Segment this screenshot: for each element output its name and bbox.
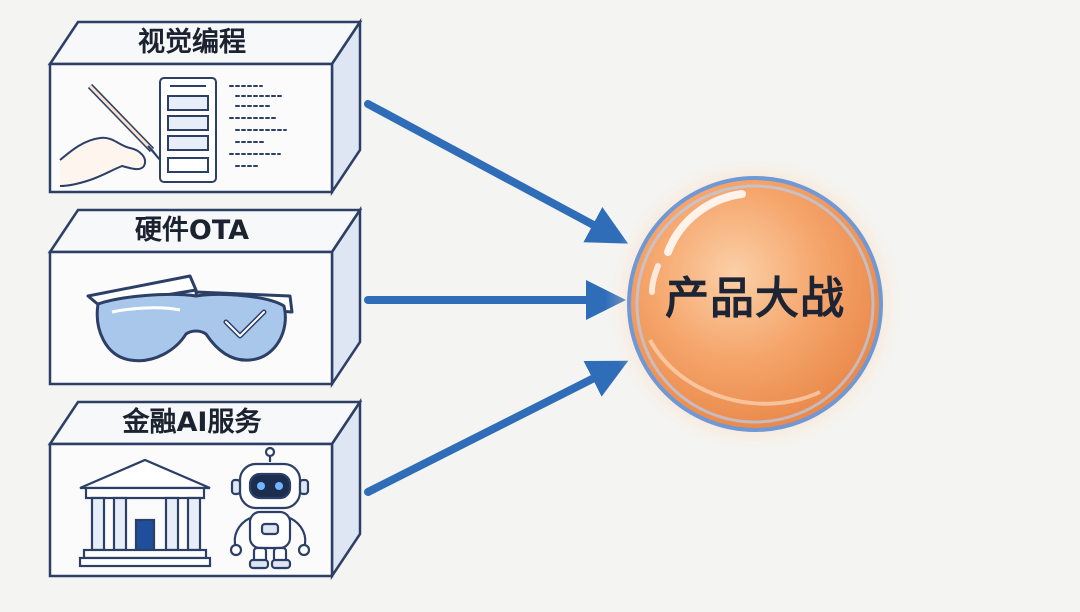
- target-label: 产品大战: [665, 273, 845, 324]
- node-box-ota: [47, 205, 363, 389]
- node-label-ota: 硬件OTA: [134, 215, 250, 246]
- pencil-hand-icon: [59, 83, 161, 187]
- screen-mockup-icon: [159, 77, 217, 183]
- node-box-visual: [47, 17, 363, 197]
- code-lines-icon: [229, 85, 287, 167]
- arrow-finance-to-target: [364, 360, 629, 496]
- bank-building-icon: [78, 458, 212, 568]
- robot-icon: [229, 446, 311, 570]
- target-sphere: [605, 154, 905, 454]
- sphere-highlight: [664, 190, 746, 256]
- sphere-body: [627, 176, 883, 432]
- node-label-finance: 金融AI服务: [122, 407, 262, 438]
- edges: [364, 100, 629, 496]
- smart-glasses-icon: [86, 274, 294, 363]
- arrow-visual-to-target: [364, 100, 629, 244]
- node-label-visual: 视觉编程: [138, 27, 246, 58]
- node-box-finance: [47, 397, 363, 581]
